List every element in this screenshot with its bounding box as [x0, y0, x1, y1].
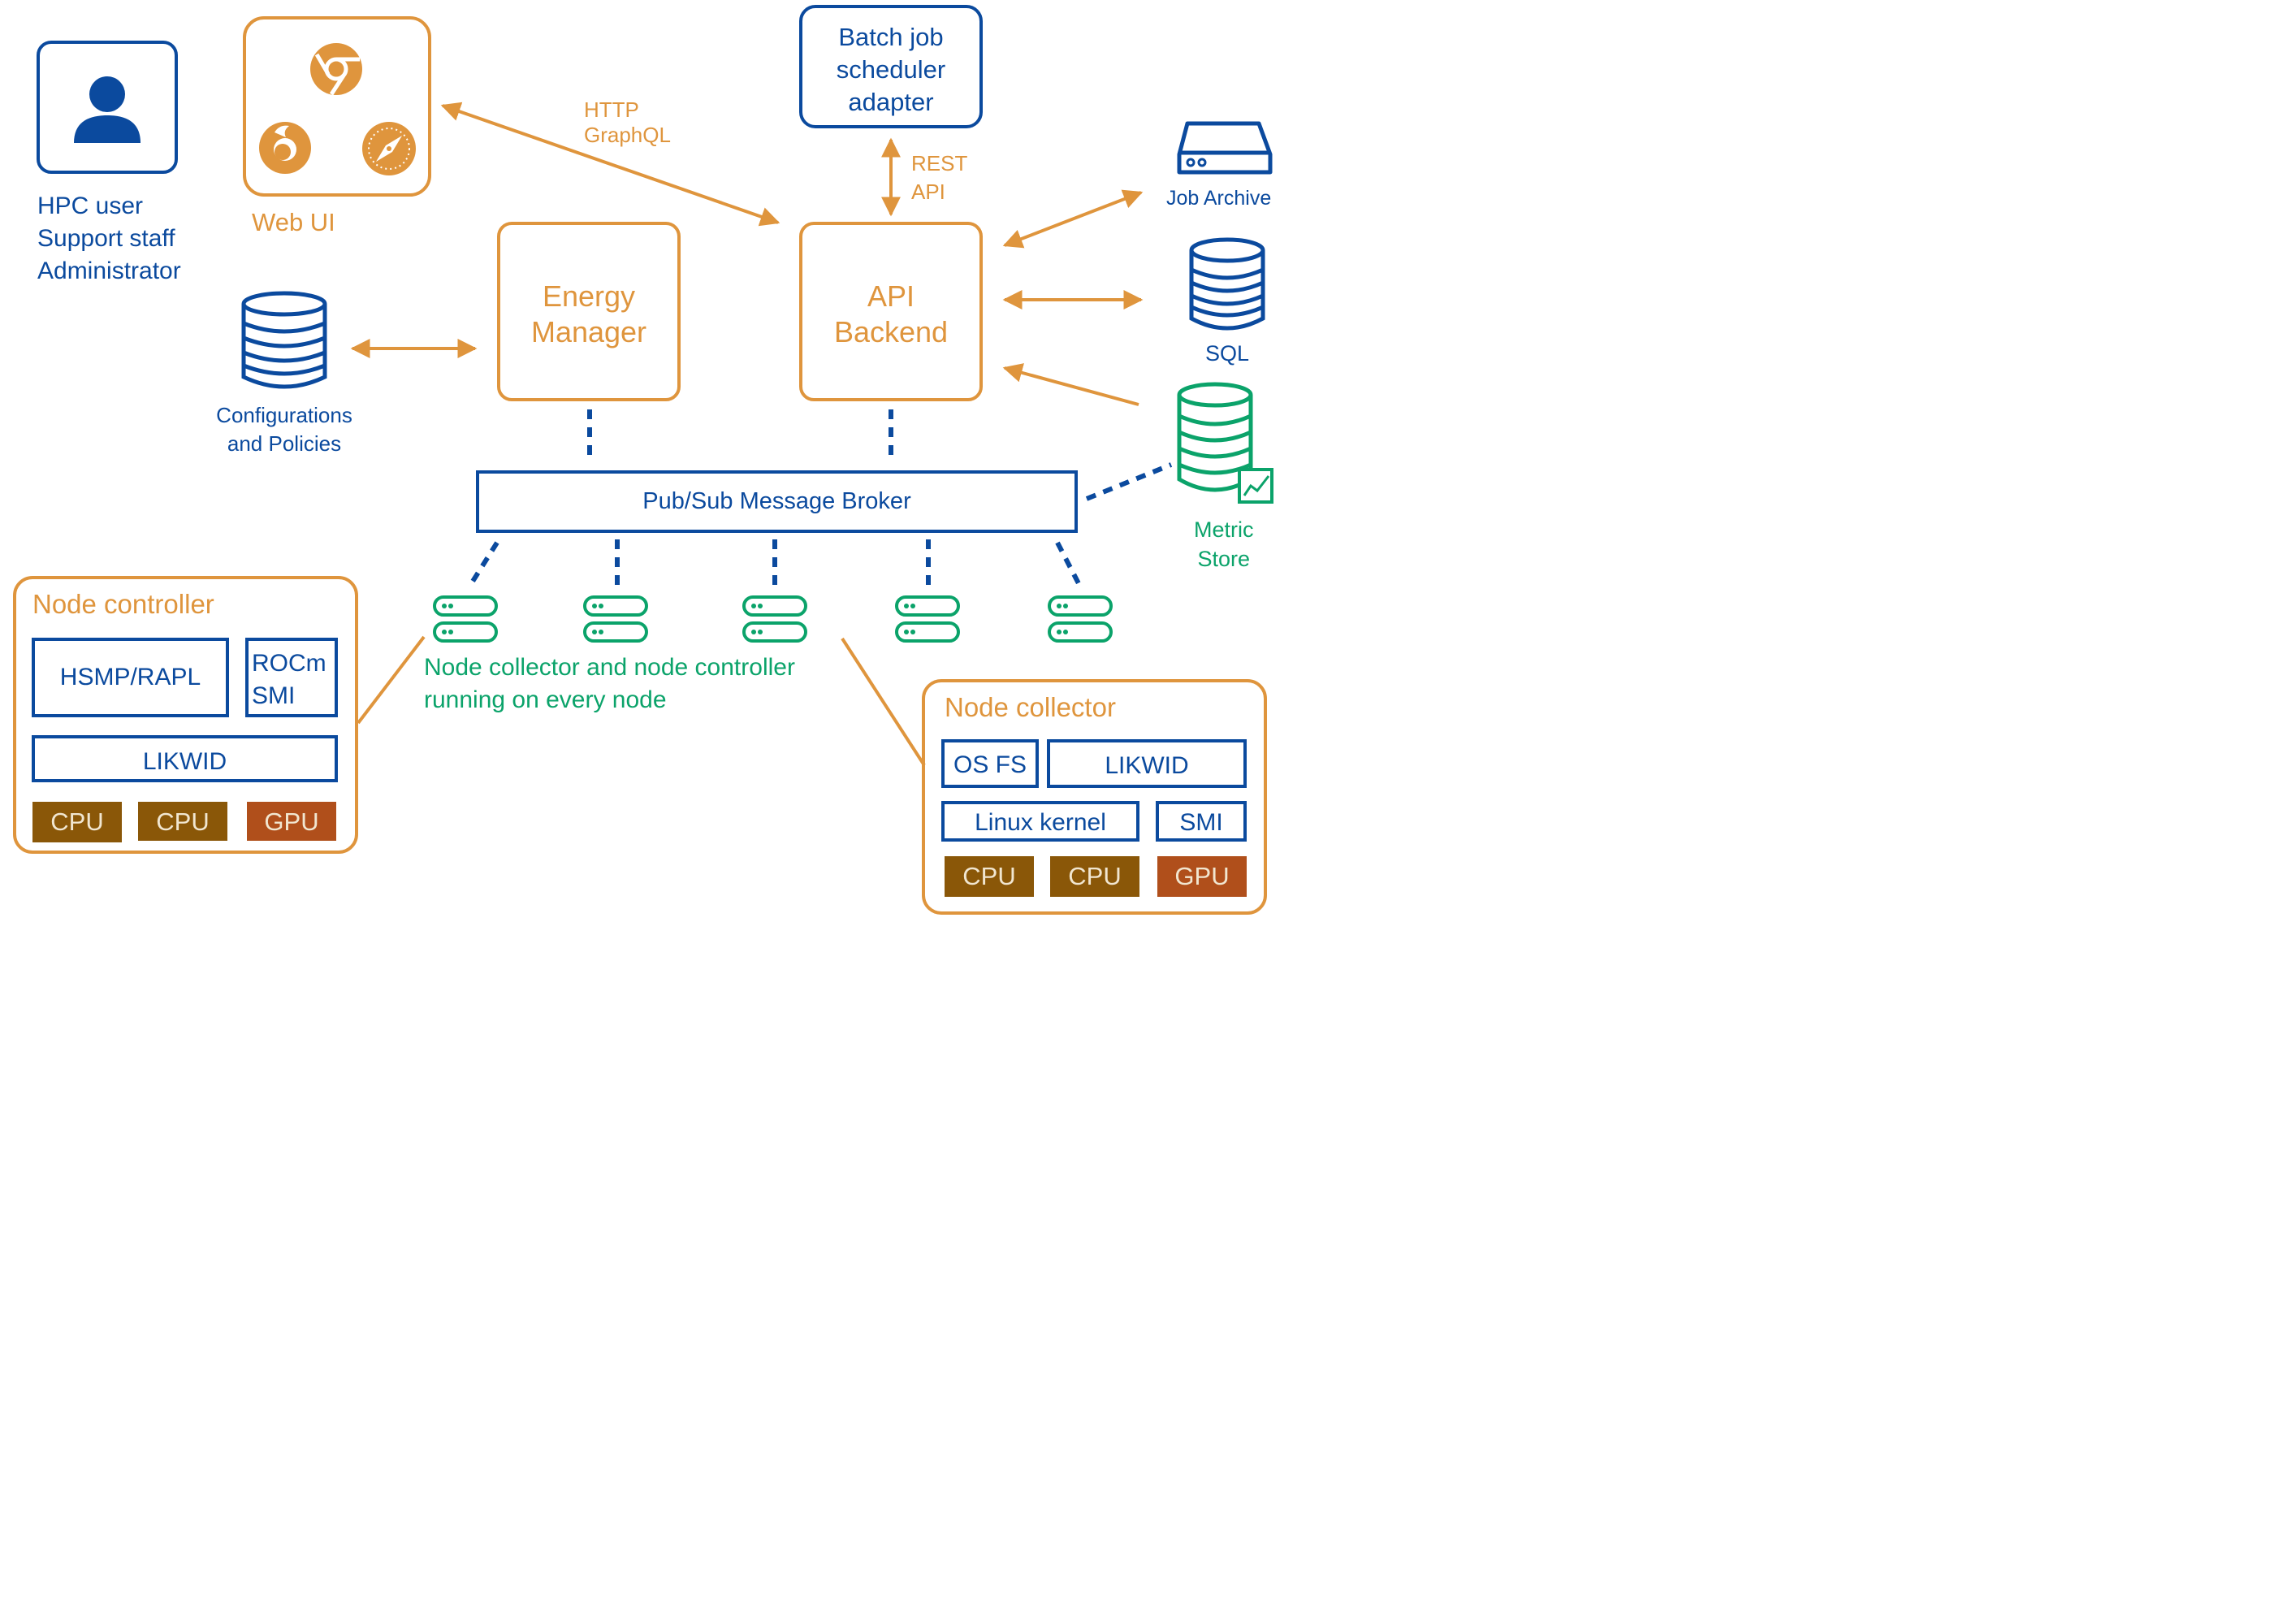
os-fs-label: OS FS	[953, 751, 1027, 778]
safari-icon	[362, 122, 416, 175]
server-icon	[742, 595, 807, 643]
os-fs-box: OS FS	[941, 739, 1039, 788]
hard-drive-icon	[1177, 121, 1273, 175]
node1-broker-link	[467, 541, 499, 588]
user-icon	[74, 76, 141, 143]
message-broker-label: Pub/Sub Message Broker	[642, 488, 911, 514]
rocm-line1: ROCm	[252, 650, 326, 677]
rocm-smi-box: ROCm SMI	[245, 638, 338, 717]
configurations-label: Configurations and Policies	[195, 401, 374, 458]
configurations-line1: Configurations	[216, 403, 352, 427]
linux-kernel-box: Linux kernel	[941, 801, 1139, 842]
server-icon	[1048, 595, 1113, 643]
node-collector-panel: Node collector OS FS LIKWID Linux kernel…	[922, 679, 1267, 915]
metric-arrow	[1002, 363, 1139, 406]
user-role-hpc: HPC user	[37, 193, 144, 219]
rocm-line2: SMI	[252, 682, 296, 709]
user-card	[37, 41, 178, 174]
collector-smi-box: SMI	[1156, 801, 1247, 842]
server-icon	[583, 595, 648, 643]
collector-callout-line	[841, 637, 926, 767]
energy-manager-line2: Manager	[530, 315, 647, 348]
energy-manager-line1: Energy	[542, 279, 636, 313]
controller-cpu-chip-2: CPU	[138, 802, 227, 841]
controller-likwid-label: LIKWID	[142, 748, 227, 775]
chart-icon	[1238, 468, 1273, 504]
controller-cpu-chip-1: CPU	[32, 802, 122, 842]
nodes-caption-line2: running on every node	[424, 686, 667, 713]
energy-manager-box: Energy Manager	[497, 222, 681, 401]
web-ui-box	[243, 16, 431, 197]
database-icon-metric	[1177, 382, 1273, 504]
collector-cpu-chip-2: CPU	[1050, 856, 1139, 897]
http-label: HTTP GraphQL	[584, 97, 671, 148]
hsmp-rapl-label: HSMP/RAPL	[59, 664, 201, 690]
node-collector-title: Node collector	[945, 692, 1116, 722]
controller-callout-line	[357, 635, 426, 725]
job-archive-label: Job Archive	[1166, 187, 1272, 210]
node5-broker-link	[1055, 541, 1083, 588]
metric-store-line1: Metric	[1194, 517, 1254, 542]
api-backend-line2: Backend	[833, 315, 949, 348]
batch-line1: Batch job	[838, 23, 944, 51]
message-broker: Pub/Sub Message Broker	[476, 470, 1078, 533]
chrome-icon	[310, 43, 362, 96]
batch-scheduler-box: Batch job scheduler adapter	[799, 5, 983, 128]
http-arrow	[440, 102, 780, 227]
user-roles: HPC user Support staff Administrator	[37, 190, 181, 288]
database-icon-sql	[1189, 237, 1265, 331]
rest-label: REST API	[911, 149, 967, 206]
firefox-icon	[259, 122, 311, 174]
nodes-caption-line1: Node collector and node controller	[424, 654, 795, 681]
server-icon	[895, 595, 960, 643]
collector-likwid-box: LIKWID	[1047, 739, 1247, 788]
batch-line2: scheduler	[836, 55, 946, 84]
metric-store-label: Metric Store	[1194, 515, 1254, 574]
user-role-support: Support staff	[37, 225, 175, 252]
http-label-line1: HTTP	[584, 97, 639, 122]
rest-label-line1: REST	[911, 151, 968, 175]
database-icon-config	[241, 291, 327, 389]
api-backend-line1: API	[867, 279, 915, 313]
hsmp-rapl-box: HSMP/RAPL	[32, 638, 229, 717]
sql-label: SQL	[1205, 341, 1250, 366]
collector-smi-label: SMI	[1179, 809, 1223, 836]
batch-line3: adapter	[848, 88, 934, 116]
metric-broker-link	[1085, 462, 1173, 501]
rest-label-line2: API	[911, 180, 945, 204]
controller-likwid-box: LIKWID	[32, 735, 338, 782]
node-controller-panel: Node controller HSMP/RAPL ROCm SMI LIKWI…	[13, 576, 358, 854]
http-label-line2: GraphQL	[584, 123, 671, 147]
job-archive-arrow	[1002, 189, 1144, 249]
collector-cpu-chip-1: CPU	[945, 856, 1034, 897]
collector-gpu-chip: GPU	[1157, 856, 1247, 897]
configurations-line2: and Policies	[227, 431, 342, 456]
server-icon	[433, 595, 498, 643]
connectors-layer	[350, 102, 1173, 767]
collector-likwid-label: LIKWID	[1105, 752, 1189, 779]
linux-kernel-label: Linux kernel	[975, 809, 1106, 836]
web-ui-label: Web UI	[252, 208, 335, 236]
metric-store-line2: Store	[1197, 547, 1251, 571]
nodes-caption: Node collector and node controller runni…	[424, 651, 795, 716]
api-backend-box: API Backend	[799, 222, 983, 401]
user-role-admin: Administrator	[37, 258, 181, 284]
controller-gpu-chip: GPU	[247, 802, 336, 841]
node-controller-title: Node controller	[32, 589, 214, 619]
